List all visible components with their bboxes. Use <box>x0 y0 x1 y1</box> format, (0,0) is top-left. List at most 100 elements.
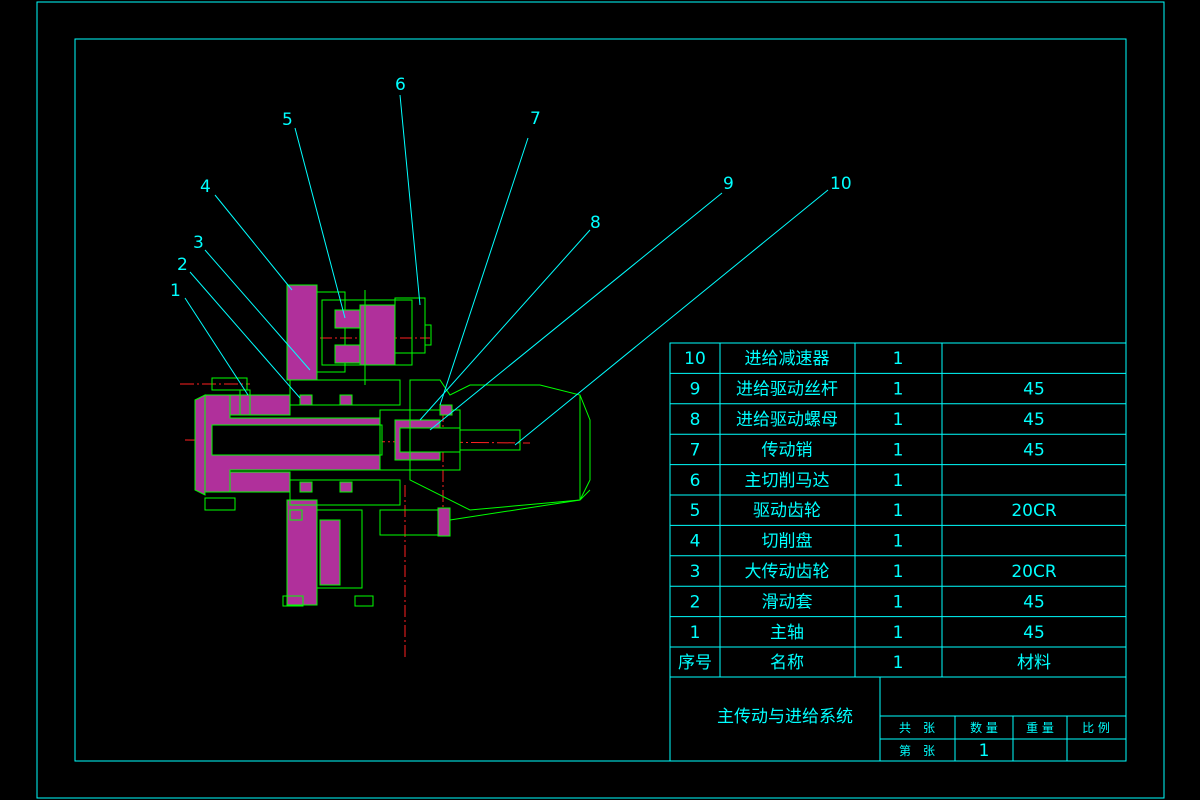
reducer-lower-shaft <box>379 509 441 536</box>
callout-2: 2 <box>177 255 188 275</box>
bom-row-material: 45 <box>1023 440 1045 460</box>
bolt-mid <box>289 509 303 521</box>
bom-row-material: 20CR <box>1011 562 1057 582</box>
outer-frame <box>36 1 1165 799</box>
bom-header-seq: 序号 <box>678 653 712 673</box>
bom-row-seq: 3 <box>690 562 701 582</box>
bom-row-qty: 1 <box>893 501 904 521</box>
leader-lines <box>184 94 829 446</box>
title-block-text: 主传动与进给系统 共 张 数 量 重 量 比 例 第 张 1 <box>717 707 1110 761</box>
title-block <box>669 676 1127 762</box>
bom-row-qty: 1 <box>893 562 904 582</box>
bom-row-name: 进给减速器 <box>745 349 830 369</box>
disk-web-top <box>316 291 346 373</box>
bom-row-qty: 1 <box>893 410 904 430</box>
bom-row-qty: 1 <box>893 380 904 400</box>
bom-header-name: 名称 <box>770 653 804 673</box>
bearing-2 <box>339 394 353 406</box>
bolt-bottom-left <box>204 497 236 511</box>
leader-3 <box>204 249 311 371</box>
bom-row-lines <box>670 372 1126 648</box>
cutting-disk-top <box>286 284 318 381</box>
bom-row-material: 45 <box>1023 410 1045 430</box>
bom-row-qty: 1 <box>893 440 904 460</box>
leader-7 <box>439 137 529 406</box>
callout-10: 10 <box>830 174 852 194</box>
callout-numbers: 1 2 3 4 5 6 7 8 9 10 <box>170 75 852 301</box>
bolt-top-left <box>211 377 248 391</box>
leader-1 <box>184 297 249 396</box>
callout-7: 7 <box>530 109 541 129</box>
quantity-label: 数 量 <box>970 720 998 735</box>
disk-web-bottom <box>316 509 363 589</box>
feed-reducer-housing <box>409 379 591 511</box>
leader-6 <box>399 94 421 306</box>
bom-row-name: 传动销 <box>762 440 813 460</box>
bom-row-seq: 9 <box>690 380 701 400</box>
callout-6: 6 <box>395 75 406 95</box>
drive-gear-top <box>334 309 361 329</box>
assembly-section-view <box>180 284 591 660</box>
sheet-label: 第 张 <box>899 744 935 758</box>
large-gear-bottom <box>319 519 341 586</box>
leader-5 <box>294 127 346 319</box>
bom-row-material: 45 <box>1023 592 1045 612</box>
bom-row-seq: 8 <box>690 410 701 430</box>
bolt-bottom-right <box>354 595 374 607</box>
reducer-arm <box>449 489 591 521</box>
bom-row-material: 45 <box>1023 623 1045 643</box>
bom-table <box>669 342 1127 678</box>
main-cutting-motor <box>394 297 426 354</box>
bom-row-qty: 1 <box>893 471 904 491</box>
housing-bottom <box>289 479 401 506</box>
bom-row-qty: 1 <box>893 623 904 643</box>
drawing-title: 主传动与进给系统 <box>717 707 853 727</box>
bearing-1 <box>299 394 313 406</box>
bom-row-seq: 4 <box>690 532 701 552</box>
bom-row-qty: 1 <box>893 349 904 369</box>
callout-9: 9 <box>723 174 734 194</box>
quantity-value: 1 <box>979 741 990 761</box>
spindle-bore <box>211 424 383 456</box>
transmission-pin <box>439 404 453 416</box>
bom-row-name: 大传动齿轮 <box>745 562 830 582</box>
sliding-sleeve-bottom <box>229 471 291 493</box>
bom-row-seq: 2 <box>690 592 701 612</box>
bom-row-material: 20CR <box>1011 501 1057 521</box>
bom-row-qty: 1 <box>893 532 904 552</box>
bearing-4 <box>339 481 353 493</box>
callout-4: 4 <box>200 177 211 197</box>
bom-row-seq: 7 <box>690 440 701 460</box>
callout-3: 3 <box>193 233 204 253</box>
reducer-flange <box>437 507 451 537</box>
motor-end-cap <box>424 324 432 346</box>
bom-row-seq: 10 <box>684 349 706 369</box>
bolt-bottom-disk <box>282 595 304 607</box>
bom-row-seq: 5 <box>690 501 701 521</box>
spindle-flange <box>194 394 206 496</box>
callout-5: 5 <box>282 110 293 130</box>
bom-row-material: 45 <box>1023 380 1045 400</box>
leader-2 <box>189 271 301 399</box>
weight-label: 重 量 <box>1026 721 1054 735</box>
drive-gear-bottom <box>334 344 361 364</box>
bearing-3 <box>299 481 313 493</box>
lead-screw-bore <box>399 427 461 453</box>
bom-header-material: 材料 <box>1017 653 1051 673</box>
leader-8 <box>419 229 591 421</box>
sliding-sleeve-top <box>229 394 291 416</box>
bom-row-name: 进给驱动丝杆 <box>736 380 838 400</box>
bom-row-seq: 6 <box>690 471 701 491</box>
leader-9 <box>429 192 723 431</box>
bom-row-name: 滑动套 <box>762 592 813 612</box>
title-block-border <box>669 676 1127 762</box>
bom-row-seq: 1 <box>690 623 701 643</box>
bom-header-qty: 1 <box>893 653 904 673</box>
leader-10 <box>514 189 829 446</box>
bom-row-name: 进给驱动螺母 <box>736 410 838 430</box>
bom-row-qty: 1 <box>893 592 904 612</box>
callout-8: 8 <box>590 213 601 233</box>
lead-screw <box>459 429 521 451</box>
